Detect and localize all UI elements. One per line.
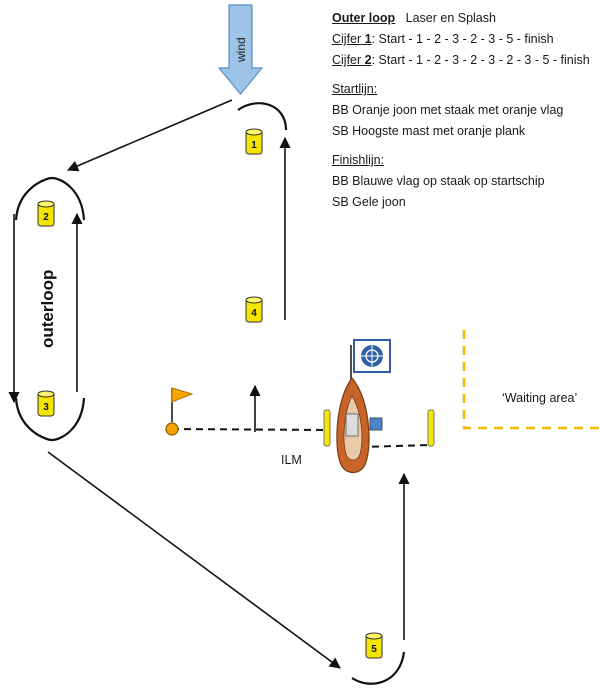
start-plank-left [323,409,331,447]
mark-5-rounding-arc [351,651,406,685]
course-arrows [8,99,410,669]
startline-heading: Startlijn: [332,82,378,96]
mark-3: 3 [37,390,55,417]
course-2-sequence: : Start - 1 - 2 - 3 - 2 - 3 - 2 - 3 - 5 … [371,53,590,67]
mark-4: 4 [245,296,263,323]
outer-loop-label: outerloop [38,270,57,348]
finish-plank-right [427,409,435,447]
outer-loop-shape [14,176,86,442]
legend-classes: Laser en Splash [405,11,496,25]
mark-1-rounding-arc [237,102,288,131]
mark-2-number: 2 [43,212,49,223]
arrow-3-to-5 [47,451,341,669]
mark-1-number: 1 [251,140,257,151]
wind-label: wind [234,37,248,63]
course-1-label: Cijfer 1 [332,32,372,46]
course-1-sequence: : Start - 1 - 2 - 3 - 2 - 3 - 5 - finish [371,32,554,46]
course-2-row: Cijfer 2: Start - 1 - 2 - 3 - 2 - 3 - 2 … [332,50,590,71]
mark-1: 1 [245,128,263,155]
wind-arrow: wind [217,4,264,95]
course-2-label: Cijfer 2 [332,53,372,67]
finishline-heading: Finishlijn: [332,153,385,167]
mark-5: 5 [365,632,383,659]
startline-sb: SB Hoogste mast met oranje plank [332,124,526,138]
ilm-label: ILM [281,453,302,467]
course-legend: Outer loop Laser en Splash Cijfer 1: Sta… [332,8,590,213]
finishline-bb: BB Blauwe vlag op staak op startschip [332,174,545,188]
mark-3-number: 3 [43,402,49,413]
start-line [171,428,331,431]
waiting-area-boundary [462,330,600,430]
start-pin-flag [165,387,194,436]
finishline-sb: SB Gele joon [332,195,406,209]
finish-line [359,444,432,448]
committee-boat [336,339,391,474]
mark-4-number: 4 [251,308,257,319]
startline-bb: BB Oranje joon met staak met oranje vlag [332,103,564,117]
arrow-1-to-2 [66,99,233,172]
legend-title-row: Outer loop Laser en Splash [332,8,590,29]
legend-title: Outer loop [332,11,396,25]
mark-2: 2 [37,200,55,227]
mark-5-number: 5 [371,644,377,655]
course-1-row: Cijfer 1: Start - 1 - 2 - 3 - 2 - 3 - 5 … [332,29,590,50]
waiting-area-label: ‘Waiting area’ [502,391,577,405]
